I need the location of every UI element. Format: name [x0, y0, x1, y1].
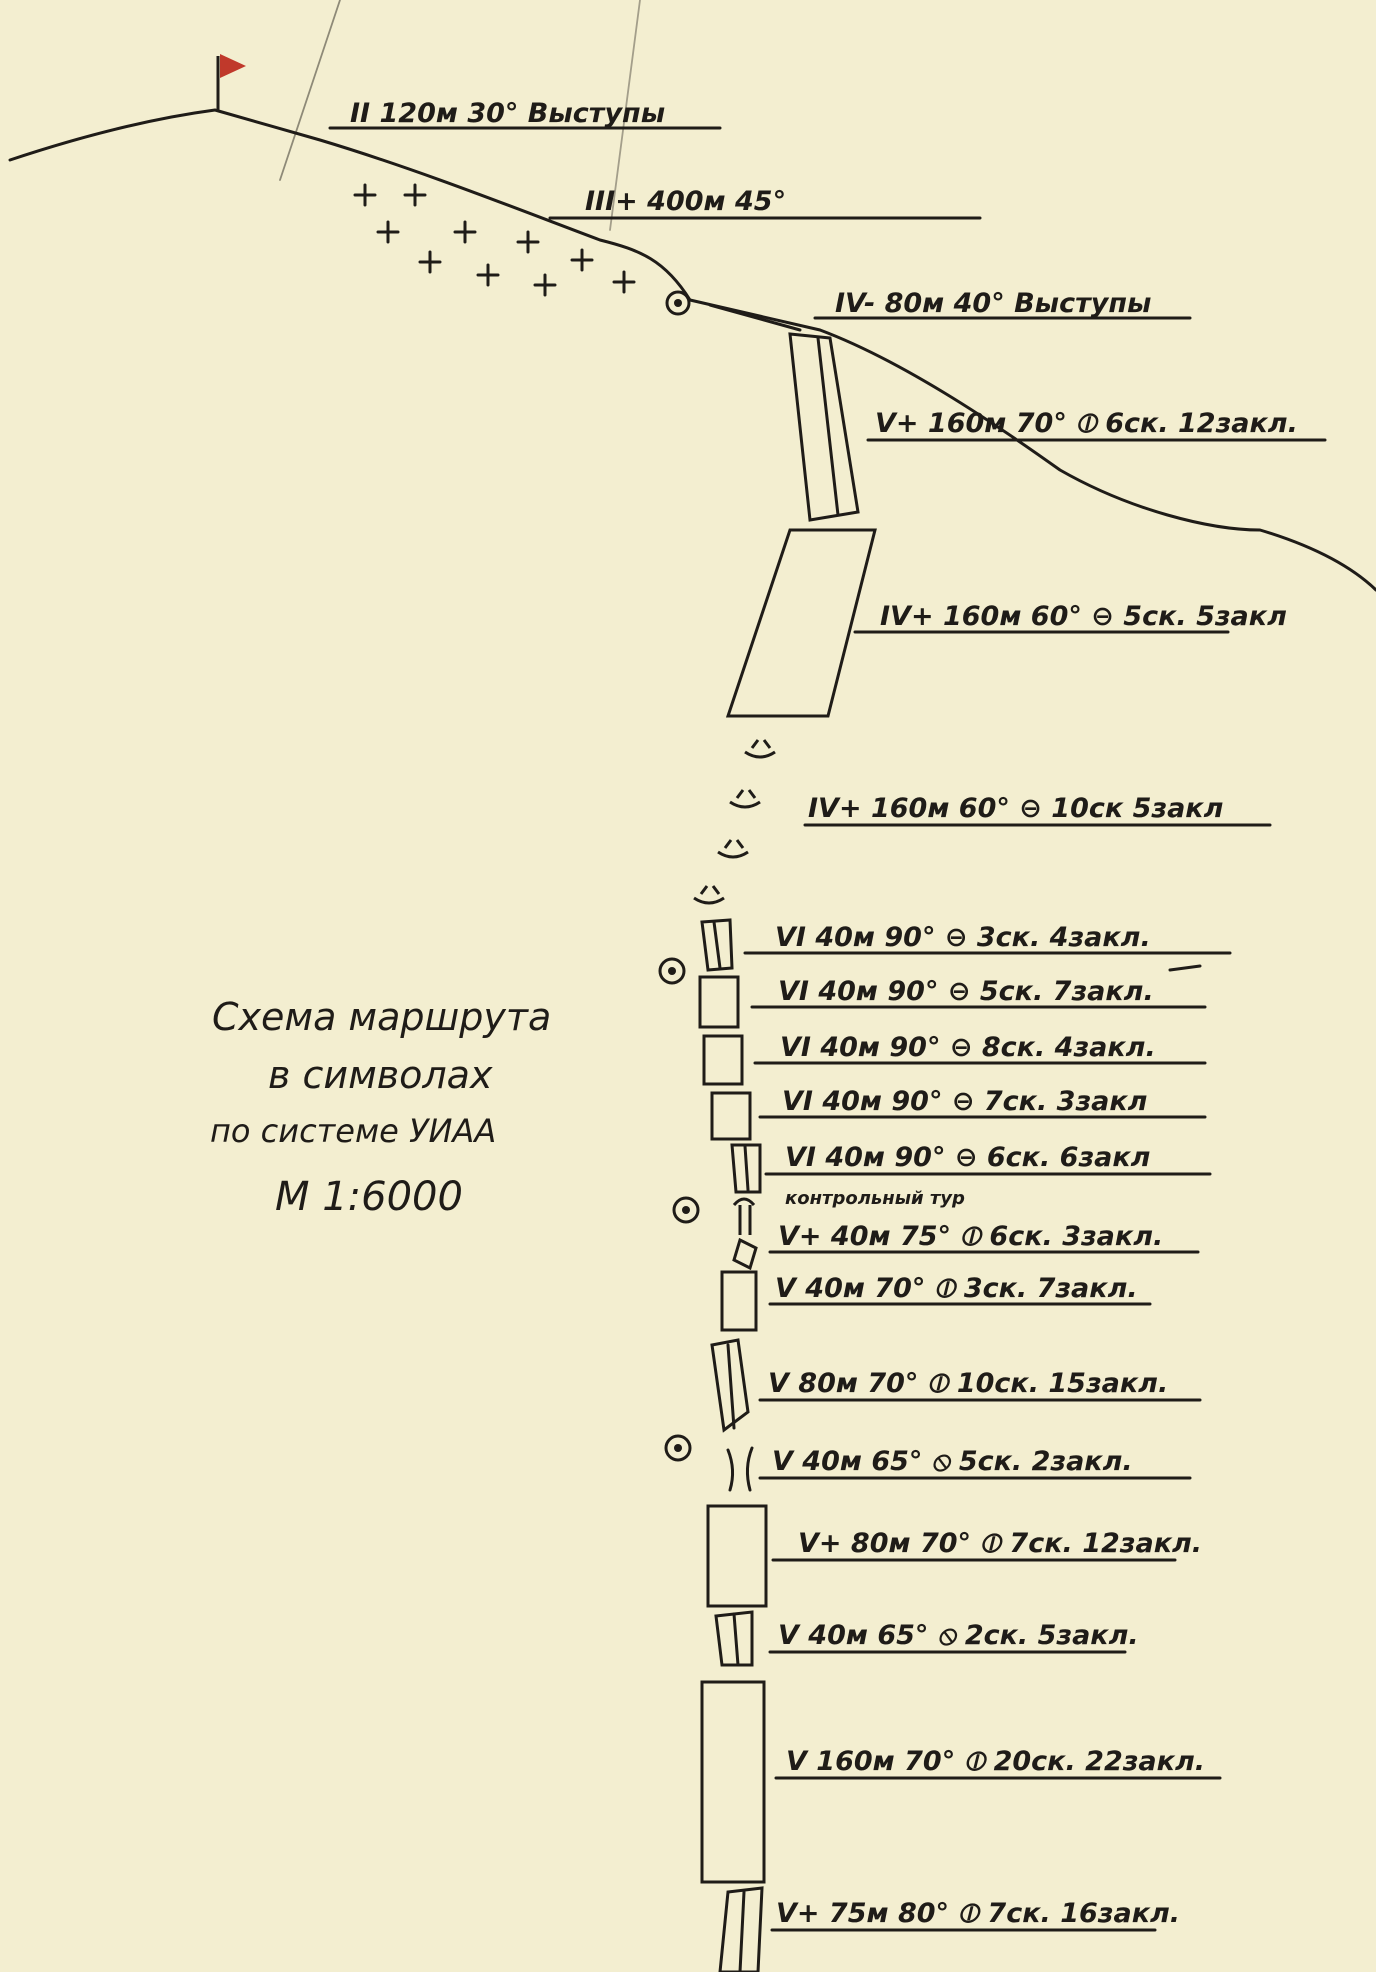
scale-label: М 1:6000: [275, 1174, 463, 1220]
control-cairn-icon: [732, 1197, 758, 1271]
paper-crease: [609, 0, 641, 231]
paper-crease: [279, 0, 341, 181]
pitch-label: V+ 40м 75° ⦶ 6ск. 3закл.: [778, 1221, 1163, 1252]
pitch-label: VI 40м 90° ⊖ 8ск. 4закл.: [780, 1032, 1156, 1063]
pitch-label: IV+ 160м 60° ⊖ 5ск. 5закл: [880, 601, 1287, 632]
pitch-label: V 40м 65° ⦸ 2ск. 5закл.: [778, 1620, 1139, 1651]
diagram-title: Схема маршрута в символах по системе УИА…: [210, 995, 551, 1220]
summit-flag-icon: [216, 54, 246, 110]
pitch-label: V+ 80м 70° ⦶ 7ск. 12закл.: [798, 1528, 1202, 1559]
route-column: [693, 303, 877, 1972]
pitch-label: IV- 80м 40° Выступы: [835, 288, 1151, 319]
pitch-label: V 80м 70° ⦶ 10ск. 15закл.: [768, 1368, 1168, 1399]
station-icon: [672, 1196, 700, 1224]
pitch-label: VI 40м 90° ⊖ 7ск. 3закл: [782, 1086, 1147, 1117]
pitch-labels: II 120м 30° Выступы III+ 400м 45° IV- 80…: [350, 98, 1298, 1929]
pitch-label: V 40м 65° ⦸ 5ск. 2закл.: [772, 1446, 1133, 1477]
pitch-label: V+ 75м 80° ⦶ 7ск. 16закл.: [776, 1898, 1180, 1929]
title-line-2: в символах: [268, 1053, 493, 1097]
pitch-label: VI 40м 90° ⊖ 6ск. 6закл: [785, 1142, 1150, 1173]
pitch-label: II 120м 30° Выступы: [350, 98, 665, 129]
control-point-label: контрольный тур: [785, 1188, 965, 1209]
pitch-label: V 160м 70° ⦶ 20ск. 22закл.: [786, 1746, 1205, 1777]
station-icon: [664, 1434, 692, 1462]
pitch-label: V 40м 70° ⦶ 3ск. 7закл.: [775, 1273, 1138, 1304]
label-underlines: [328, 126, 1327, 1932]
station-icon: [665, 290, 691, 316]
pitch-label: VI 40м 90° ⊖ 5ск. 7закл.: [778, 976, 1154, 1007]
station-icon: [658, 957, 686, 985]
arrow-icon: [1168, 964, 1202, 972]
pitch-label: IV+ 160м 60° ⊖ 10ск 5закл: [808, 793, 1223, 824]
title-line-1: Схема маршрута: [212, 995, 551, 1039]
pitch-label: VI 40м 90° ⊖ 3ск. 4закл.: [775, 922, 1151, 953]
title-line-3: по системе УИАА: [210, 1112, 496, 1150]
pitch-label: V+ 160м 70° ⦶ 6ск. 12закл.: [875, 408, 1298, 439]
scree-field-icon: [353, 183, 636, 297]
pitch-label: III+ 400м 45°: [585, 186, 786, 217]
